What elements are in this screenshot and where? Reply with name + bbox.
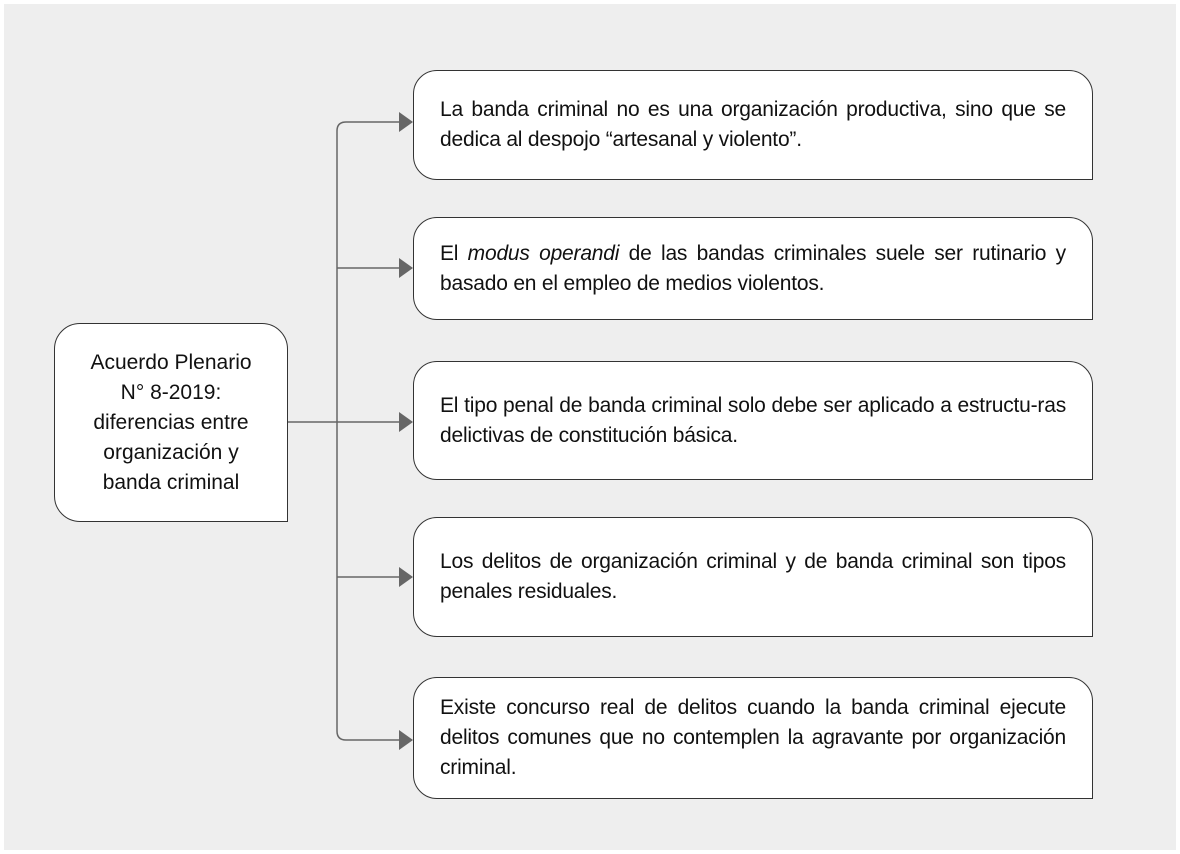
source-node-text: Acuerdo Plenario N° 8-2019: diferencias … <box>90 348 251 498</box>
target-node-5: Existe concurso real de delitos cuando l… <box>413 677 1093 799</box>
source-line: banda criminal <box>102 470 240 494</box>
source-line: Acuerdo Plenario <box>90 350 252 374</box>
target-node-1: La banda criminal no es una organización… <box>413 70 1093 180</box>
target-node-text: La banda criminal no es una organización… <box>440 95 1066 155</box>
source-node: Acuerdo Plenario N° 8-2019: diferencias … <box>54 323 288 522</box>
target-text: Existe concurso real de delitos cuando l… <box>440 696 1066 779</box>
target-text: La banda criminal no es una organización… <box>440 98 1066 151</box>
target-text: de las bandas criminales suele ser rutin… <box>440 241 1066 295</box>
source-line: diferencias entre <box>93 410 249 434</box>
source-line: organización y <box>103 440 239 464</box>
target-node-text: El tipo penal de banda criminal solo deb… <box>440 391 1066 451</box>
target-node-4: Los delitos de organización criminal y d… <box>413 517 1093 637</box>
target-text: El <box>440 241 468 265</box>
source-line: N° 8-2019: <box>120 380 222 404</box>
target-node-text: Los delitos de organización criminal y d… <box>440 547 1066 607</box>
target-node-text: El modus operandi de las bandas criminal… <box>440 239 1066 299</box>
target-node-text: Existe concurso real de delitos cuando l… <box>440 693 1066 783</box>
target-text: El tipo penal de banda criminal solo deb… <box>440 393 1066 447</box>
target-text-emphasis: modus operandi <box>467 241 620 265</box>
target-node-3: El tipo penal de banda criminal solo deb… <box>413 361 1093 480</box>
target-node-2: El modus operandi de las bandas criminal… <box>413 217 1093 320</box>
target-text: Los delitos de organización criminal y d… <box>440 550 1066 603</box>
connector-spine <box>336 121 347 741</box>
